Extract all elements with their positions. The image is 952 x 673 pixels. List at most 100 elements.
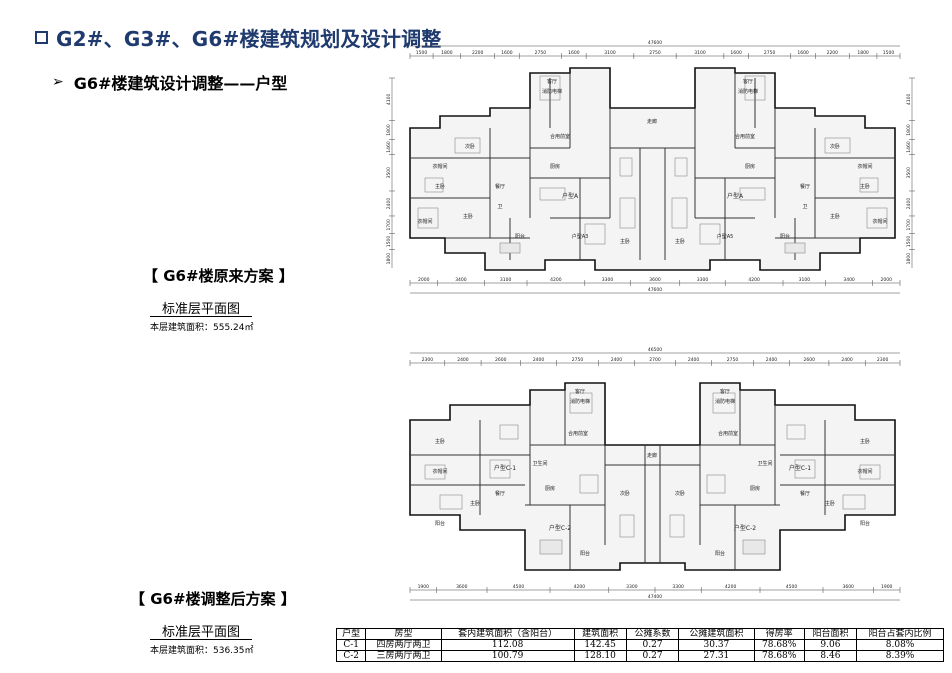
- right-dimension-label: 4100: [906, 93, 912, 105]
- furniture-block: [859, 464, 881, 480]
- table-cell: 142.45: [573, 639, 627, 651]
- table-header-cell: 套内建筑面积（含阳台）: [440, 628, 575, 640]
- furniture-block: [439, 494, 463, 510]
- furniture-block: [539, 187, 566, 201]
- adjusted-plan-underline: [150, 639, 252, 640]
- bottom-dimension-label: 3400: [843, 277, 855, 283]
- original-plan-name: 标准层平面图: [161, 302, 240, 317]
- table-header-row: 户型 房型 套内建筑面积（含阳台） 建筑面积 公摊系数 公摊建筑面积 得房率 阳…: [335, 628, 944, 640]
- table-cell: 78.68%: [753, 639, 805, 651]
- furniture-block: [742, 539, 766, 555]
- top-dimension-label: 2300: [422, 357, 434, 363]
- room-label: 衣帽间: [432, 163, 447, 170]
- arrow-bullet-icon: ➢: [52, 74, 64, 90]
- top-dimension-label: 2750: [727, 357, 739, 363]
- page-title: G2#、G3#、G6#楼建筑规划及设计调整: [35, 22, 441, 52]
- furniture-block: [706, 474, 726, 494]
- left-dimension-label: 1700: [386, 219, 392, 231]
- section-subtitle: ➢ G6#楼建筑设计调整——户型: [52, 70, 287, 94]
- room-label: 走廊: [647, 452, 657, 459]
- bottom-dimension-label: 2000: [881, 277, 893, 283]
- room-label: 餐厅: [495, 490, 505, 497]
- table-row: C-1 四房两厅两卫 112.08 142.45 0.27 30.37 78.6…: [335, 639, 944, 651]
- top-dimension-label: 2400: [766, 357, 778, 363]
- room-label: 主卧: [830, 213, 840, 220]
- room-label: 户型A: [562, 192, 579, 200]
- left-dimension-label: 1460: [386, 141, 392, 153]
- table-header-cell: 户型: [335, 628, 367, 640]
- furniture-block: [859, 177, 879, 193]
- room-label: 合用前室: [718, 430, 738, 437]
- room-label: 阳台: [580, 550, 590, 557]
- bottom-dimension-label: 3600: [649, 277, 661, 283]
- top-dimension-label: 2200: [472, 50, 484, 56]
- page-title-text: G2#、G3#、G6#楼建筑规划及设计调整: [56, 26, 442, 51]
- section-subtitle-text: G6#楼建筑设计调整——户型: [73, 74, 288, 93]
- top-dimension-label: 2750: [764, 50, 776, 56]
- right-dimension-label: 1460: [906, 141, 912, 153]
- furniture-block: [786, 424, 806, 440]
- bottom-dimension-label: 3300: [697, 277, 709, 283]
- top-dimension-label: 1800: [441, 50, 453, 56]
- furniture-block: [784, 242, 806, 254]
- table-cell: 8.46: [803, 650, 858, 662]
- furniture-block: [744, 75, 766, 101]
- bottom-dimension-label: 3100: [799, 277, 811, 283]
- furniture-block: [674, 157, 688, 177]
- table-header-cell: 房型: [365, 628, 442, 640]
- furniture-block: [424, 464, 446, 480]
- bottom-dimension-label: 3400: [455, 277, 467, 283]
- room-label: 衣帽间: [417, 218, 432, 225]
- room-label: 阳台: [435, 520, 445, 527]
- room-label: 阳台: [860, 520, 870, 527]
- original-plan-underline: [150, 316, 252, 317]
- room-label: 户型C-2: [549, 524, 571, 532]
- top-dimension-label: 2300: [877, 357, 889, 363]
- room-label: 走廊: [647, 118, 657, 125]
- table-cell: 9.06: [803, 639, 858, 651]
- left-dimension-label: 1800: [386, 253, 392, 265]
- left-dimension-label: 2400: [386, 198, 392, 210]
- top-dimension-label: 2400: [841, 357, 853, 363]
- bottom-dimension-label: 3300: [626, 584, 638, 590]
- furniture-block: [824, 137, 851, 154]
- top-dimension-label: 2400: [533, 357, 545, 363]
- bottom-dimension-label: 4200: [725, 584, 737, 590]
- table-cell: 四房两厅两卫: [365, 639, 442, 651]
- room-label: 厨房: [545, 485, 555, 492]
- table-header-cell: 建筑面积: [573, 628, 627, 640]
- top-dimension-label: 1500: [883, 50, 895, 56]
- table-header-cell: 阳台面积: [803, 628, 858, 640]
- furniture-block: [499, 242, 521, 254]
- right-dimension-label: 1700: [906, 219, 912, 231]
- bottom-dimension-label: 3300: [602, 277, 614, 283]
- room-label: 阳台: [780, 233, 790, 240]
- table-cell: 0.27: [625, 650, 680, 662]
- room-label: 次卧: [620, 490, 630, 497]
- table-cell: 128.10: [573, 650, 627, 662]
- furniture-block: [424, 177, 444, 193]
- furniture-block: [454, 137, 481, 154]
- right-dimension-label: 1800: [906, 253, 912, 265]
- top-total-dimension-label: 47600: [648, 40, 662, 46]
- top-dimension-label: 2600: [804, 357, 816, 363]
- bottom-dimension-label: 2000: [418, 277, 430, 283]
- table-cell: 112.08: [440, 639, 575, 651]
- furniture-block: [866, 207, 888, 229]
- original-scheme-label: 【 G6#楼原来方案 】: [143, 267, 294, 285]
- furniture-block: [794, 459, 816, 479]
- top-total-dimension-label: 46500: [648, 347, 662, 353]
- room-label: 衣帽间: [432, 468, 447, 475]
- original-area-text: 本层建筑面积：555.24㎡: [150, 323, 254, 333]
- room-label: 合用前室: [550, 133, 570, 140]
- square-bullet-icon: [35, 30, 48, 44]
- room-label: 消防电梯: [570, 398, 590, 405]
- room-label: 户型C-2: [734, 524, 756, 532]
- bottom-dimension-label: 4500: [513, 584, 525, 590]
- furniture-block: [499, 424, 519, 440]
- top-dimension-label: 2750: [649, 50, 661, 56]
- room-label: 厨房: [550, 163, 560, 170]
